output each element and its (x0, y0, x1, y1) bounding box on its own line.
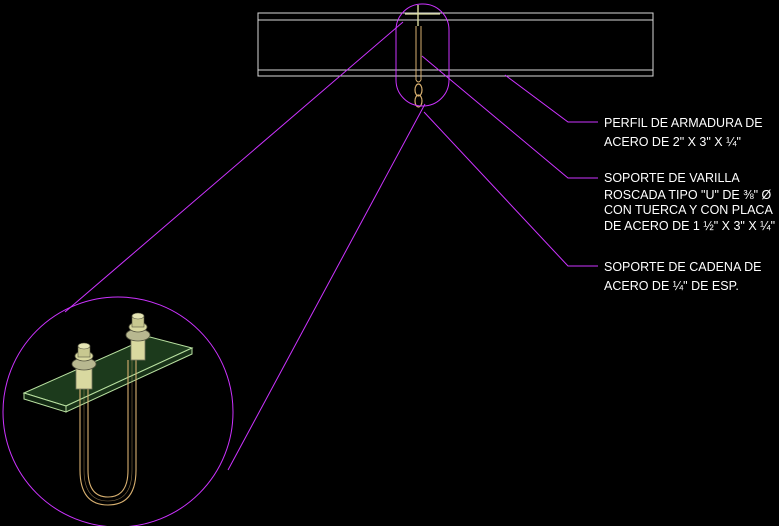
left-nut (71, 342, 97, 390)
leader-chain (423, 111, 598, 267)
steel-plate (22, 336, 194, 407)
leader-lines (421, 55, 598, 267)
zoom-projection-lines (64, 21, 426, 471)
right-nut (125, 312, 151, 361)
ubolt-detail (22, 312, 194, 506)
leader-ubolt (421, 55, 598, 179)
hanger-assembly (395, 3, 450, 108)
leader-beam (504, 74, 598, 123)
detail-circle (2, 296, 234, 526)
chain-links (414, 83, 423, 108)
callout-chain: SOPORTE DE CADENA DE ACERO DE ¼" DE ESP. (604, 260, 765, 293)
callout-labels: PERFIL DE ARMADURA DE ACERO DE 2" X 3" X… (604, 116, 776, 293)
zoom-marker (395, 3, 450, 107)
u-rod (79, 360, 137, 506)
callout-ubolt: SOPORTE DE VARILLA ROSCADA TIPO "U" DE ⅜… (604, 171, 776, 233)
beam-profile (257, 12, 654, 77)
callout-beam: PERFIL DE ARMADURA DE ACERO DE 2" X 3" X… (604, 116, 766, 149)
